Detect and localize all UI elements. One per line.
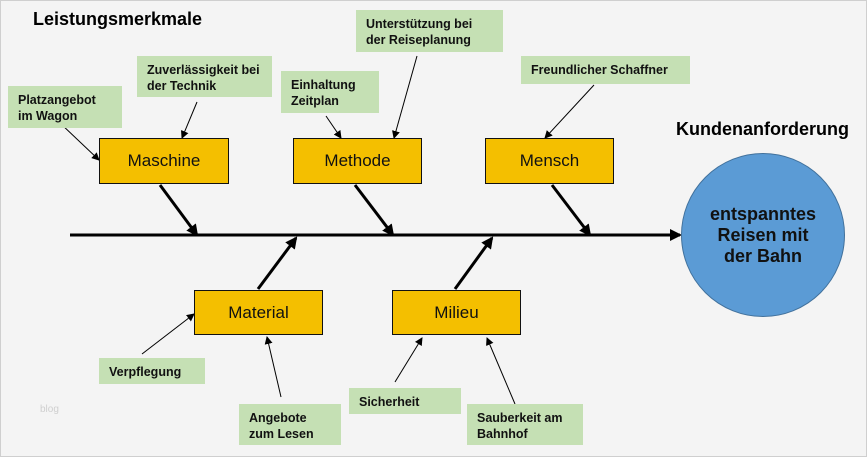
- branch-maschine: [158, 184, 199, 237]
- arrow-platzangebot: [59, 122, 100, 161]
- cause-platzangebot: Platzangebot im Wagon: [8, 86, 122, 128]
- cause-verpflegung: Verpflegung: [99, 358, 205, 384]
- branch-mensch: [550, 184, 592, 237]
- category-mensch: Mensch: [485, 138, 614, 184]
- branch-methode: [353, 184, 395, 237]
- cause-angebote: Angebote zum Lesen: [239, 404, 341, 445]
- branch-milieu: [453, 236, 494, 290]
- branch-material: [256, 236, 298, 290]
- category-methode: Methode: [293, 138, 422, 184]
- arrow-verpflegung: [141, 313, 195, 355]
- arrow-angebote: [264, 336, 282, 398]
- diagram-title: Leistungsmerkmale: [33, 9, 203, 29]
- cause-zuverlaessigkeit: Zuverlässigkeit bei der Technik: [137, 56, 272, 97]
- effect-label: entspanntes Reisen mit der Bahn: [709, 203, 817, 266]
- category-maschine: Maschine: [99, 138, 229, 184]
- cause-unterstuetzung: Unterstützung bei der Reiseplanung: [356, 10, 503, 52]
- category-material: Material: [194, 290, 323, 335]
- arrow-sicherheit: [394, 337, 423, 383]
- arrow-zuverlaessigkeit: [181, 101, 198, 139]
- arrow-einhaltung: [325, 115, 342, 139]
- cause-sicherheit: Sicherheit: [349, 388, 461, 414]
- cause-sauberkeit: Sauberkeit am Bahnhof: [467, 404, 583, 445]
- arrow-sauberkeit: [486, 337, 516, 405]
- effect-circle: entspanntes Reisen mit der Bahn: [681, 153, 845, 317]
- arrow-unterstuetzung: [392, 55, 418, 139]
- cause-schaffner: Freundlicher Schaffner: [521, 56, 690, 84]
- effect-title: Kundenanforderung: [676, 119, 849, 139]
- watermark: blog: [40, 404, 59, 415]
- cause-einhaltung: Einhaltung Zeitplan: [281, 71, 379, 113]
- category-milieu: Milieu: [392, 290, 521, 335]
- arrow-schaffner: [544, 84, 595, 139]
